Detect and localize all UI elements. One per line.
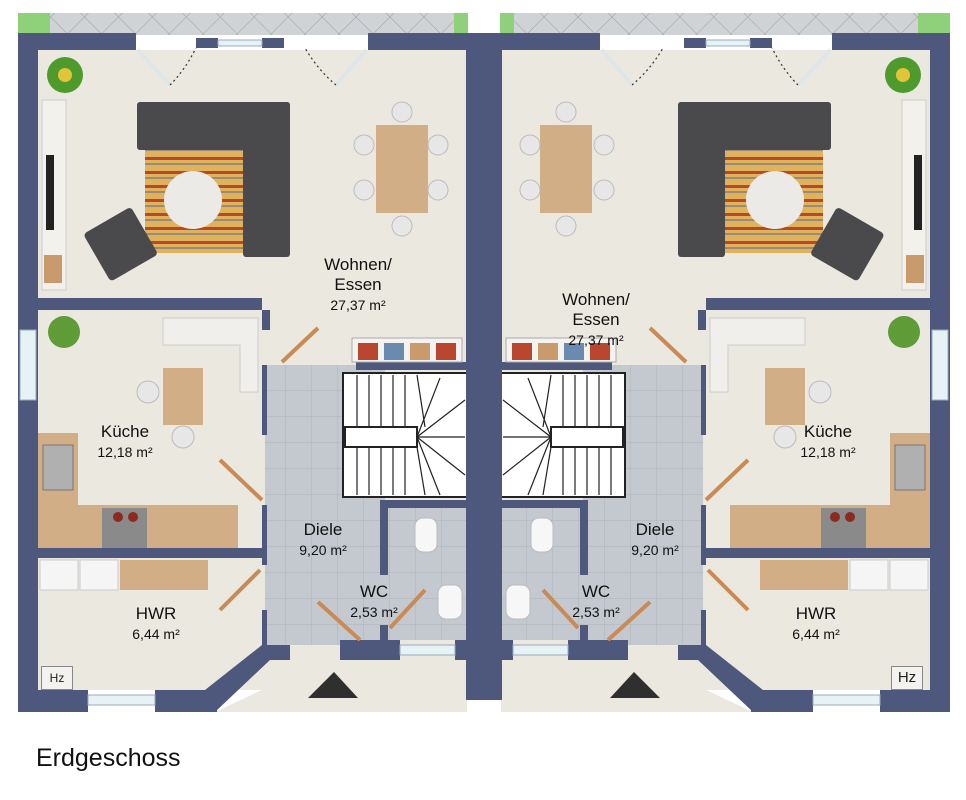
party-wall <box>466 33 502 700</box>
heating-label-right: Hz <box>891 666 923 690</box>
right-unit-plan <box>481 11 952 714</box>
floor-caption: Erdgeschoss <box>36 744 181 772</box>
left-unit-plan <box>16 11 487 714</box>
heating-label-left: Hz <box>41 666 73 690</box>
